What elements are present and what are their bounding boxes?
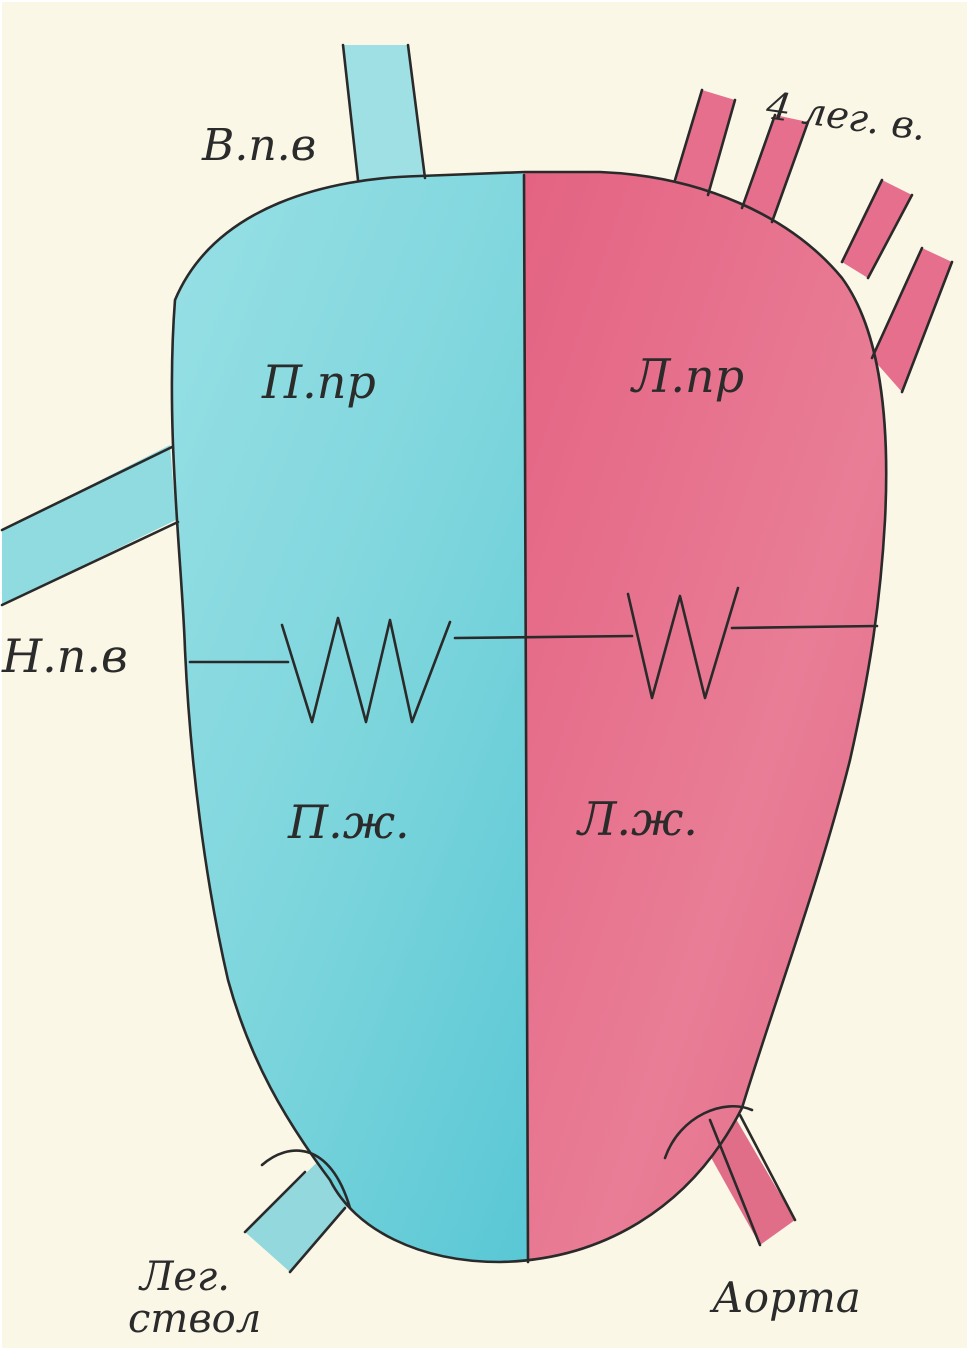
- label-aorta: Аорта: [709, 1273, 861, 1322]
- label-left-ventricle: Л.ж.: [576, 792, 698, 846]
- label-right-atrium: П.пр: [261, 355, 376, 409]
- label-right-ventricle: П.ж.: [287, 795, 410, 849]
- label-pulm-trunk-2: ствол: [128, 1296, 261, 1342]
- label-svc: В.п.в: [201, 120, 316, 171]
- label-pulm-trunk-1: Лег.: [138, 1254, 230, 1300]
- label-left-atrium: Л.пр: [630, 349, 744, 403]
- label-ivc: Н.п.в: [1, 629, 128, 683]
